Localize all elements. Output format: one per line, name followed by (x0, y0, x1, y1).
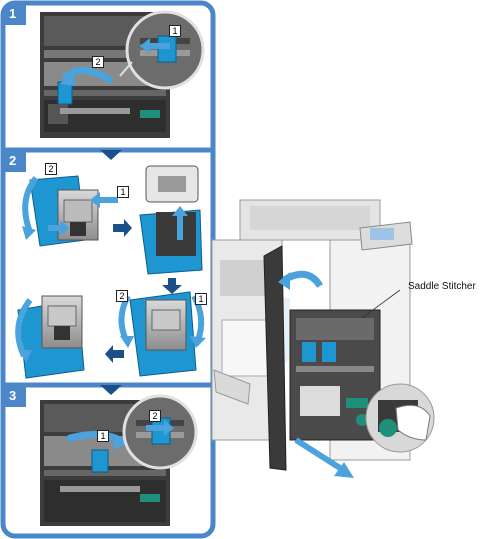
copier-machine (211, 199, 435, 478)
callout-step2-top-left-2: 2 (45, 163, 57, 175)
callout-step3-2: 2 (149, 410, 161, 422)
stapler-unit-d (15, 295, 85, 379)
stapler-unit-a (22, 175, 118, 247)
saddle-stitcher-label: Saddle Stitcher (408, 281, 476, 292)
step-3-number: 3 (9, 388, 17, 403)
callout-step2-bottom-1: 1 (195, 293, 207, 305)
stapler-unit-c (118, 291, 206, 377)
step2-illustration (15, 165, 206, 379)
callout-step1-1: 1 (169, 25, 181, 37)
callout-step2-bottom-2: 2 (116, 290, 128, 302)
step1-illustration (40, 10, 205, 138)
step-1-number: 1 (9, 6, 17, 21)
step-2-number: 2 (9, 153, 17, 168)
stapler-unit-b (139, 165, 203, 275)
callout-step1-2: 2 (92, 56, 104, 68)
callout-step3-1: 1 (97, 430, 109, 442)
callout-step2-top-right-1: 1 (117, 186, 129, 198)
